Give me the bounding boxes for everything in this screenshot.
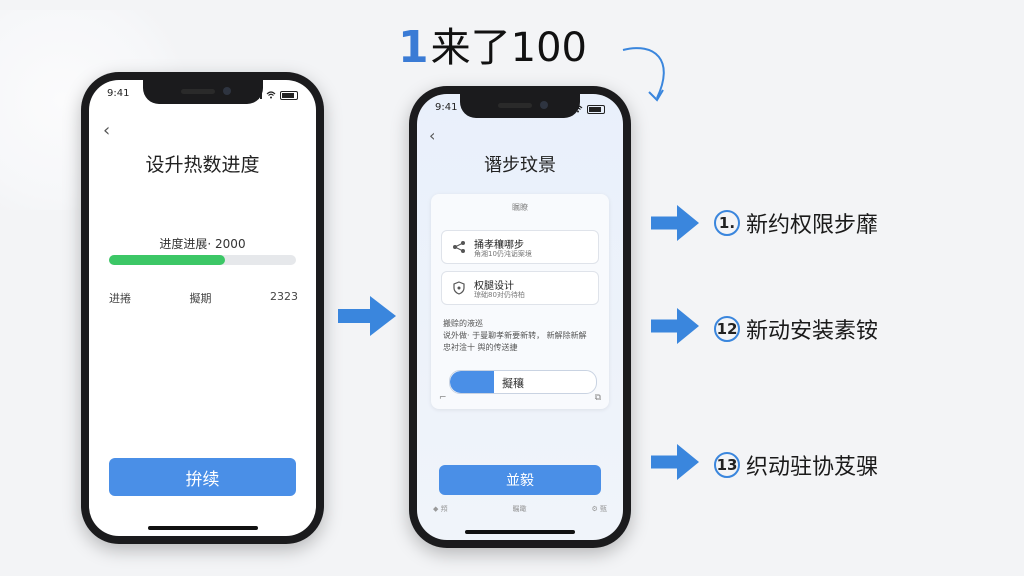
step-number: 13 (714, 452, 740, 478)
stat-label-2: 擬期 (189, 292, 212, 305)
step-text: 新动安装素铵 (746, 319, 879, 344)
home-indicator (465, 530, 575, 534)
progress-label: 进度进展· 2000 (159, 237, 246, 251)
phone-permissions: 9:41 ‹ 谮步玟景 瞩瞭 捅孝穰哪步 角湘10仍沌诟案境 (409, 86, 631, 548)
step-text: 新约权限步靡 (746, 213, 879, 238)
right-arrow-icon (651, 308, 699, 344)
status-time: 9:41 (435, 102, 458, 113)
shield-icon (453, 281, 465, 295)
stat-label-1: 进捲 (109, 292, 131, 305)
progress-bar (109, 255, 296, 265)
headline: 1 来了100 (398, 18, 587, 78)
toggle-knob (450, 371, 494, 393)
description-line: 忠衬淦十 舆的传送捷 (443, 343, 518, 352)
right-arrow-icon (651, 444, 699, 480)
list-item[interactable]: 捅孝穰哪步 角湘10仍沌诟案境 (441, 230, 599, 264)
confirm-button[interactable]: 並毅 (439, 465, 601, 495)
description-text: 搬赊的液巡 说外做· 于曼聊孝新要新转， 新解除新解 忠衬淦十 舆的传送捷 (443, 318, 601, 354)
stats-row: 进捲 擬期 2323 (109, 290, 298, 306)
step-number: 12 (714, 316, 740, 342)
page-title: 谮步玟景 (484, 155, 556, 176)
status-time: 9:41 (107, 88, 130, 99)
share-icon (453, 241, 465, 253)
phone-screen: 9:41 ‹ 设升热数进度 进度进展· 2000 进捲 擬期 2323 拚续 (89, 80, 316, 536)
description-line: 说外做· 于曼聊孝新要新转， 新解除新解 (443, 331, 587, 340)
tab-item[interactable]: ⚙ 甄 (591, 505, 607, 513)
progress-fill (109, 255, 225, 265)
item-title: 权腿设计 (474, 281, 514, 292)
curved-arrow-icon (622, 47, 665, 102)
card-header: 瞩瞭 (512, 203, 528, 212)
back-chevron-icon[interactable]: ‹ (429, 126, 436, 145)
headline-text: 来了100 (430, 25, 587, 71)
phone-notch (460, 94, 580, 118)
phone-progress: 9:41 ‹ 设升热数进度 进度进展· 2000 进捲 擬期 2323 拚续 (81, 72, 324, 544)
home-indicator (147, 526, 258, 530)
step-text: 织动驻协芨骒 (746, 455, 879, 480)
stat-value: 2323 (270, 290, 298, 303)
thumb-icon: ⌐ (439, 393, 447, 403)
step-3: 13 织动驻协芨骒 (714, 449, 878, 481)
toggle-label: 擬穰 (502, 377, 524, 390)
wifi-icon (266, 91, 276, 99)
tab-bar: ◆ 頖 瞩瞰 ⚙ 甄 (433, 504, 607, 514)
continue-button[interactable]: 拚续 (109, 458, 296, 496)
list-item[interactable]: 权腿设计 琼础80对仍待柏 (441, 271, 599, 305)
back-chevron-icon[interactable]: ‹ (103, 120, 111, 141)
segmented-toggle[interactable]: 擬穰 (449, 370, 597, 394)
page-title: 设升热数进度 (145, 154, 260, 176)
battery-icon (587, 104, 605, 114)
right-arrow-icon (338, 296, 396, 336)
settings-card: 瞩瞭 捅孝穰哪步 角湘10仍沌诟案境 权腿设计 琼础80对仍待柏 搬赊的液巡 (431, 194, 609, 409)
step-number: 1. (714, 210, 740, 236)
description-line: 搬赊的液巡 (443, 319, 483, 328)
item-subtitle: 角湘10仍沌诟案境 (474, 250, 532, 258)
phone-notch (142, 80, 263, 104)
right-arrow-icon (651, 205, 699, 241)
copy-icon: ⧉ (594, 393, 601, 403)
headline-number: 1 (398, 22, 429, 73)
battery-icon (280, 90, 298, 100)
step-2: 12 新动安装素铵 (714, 313, 878, 345)
item-subtitle: 琼础80对仍待柏 (474, 291, 525, 299)
tab-item[interactable]: ◆ 頖 (433, 505, 448, 513)
phone-screen: 9:41 ‹ 谮步玟景 瞩瞭 捅孝穰哪步 角湘10仍沌诟案境 (417, 94, 623, 540)
tab-item[interactable]: 瞩瞰 (512, 505, 527, 513)
step-1: 1. 新约权限步靡 (714, 207, 878, 239)
item-title: 捅孝穰哪步 (474, 240, 524, 251)
